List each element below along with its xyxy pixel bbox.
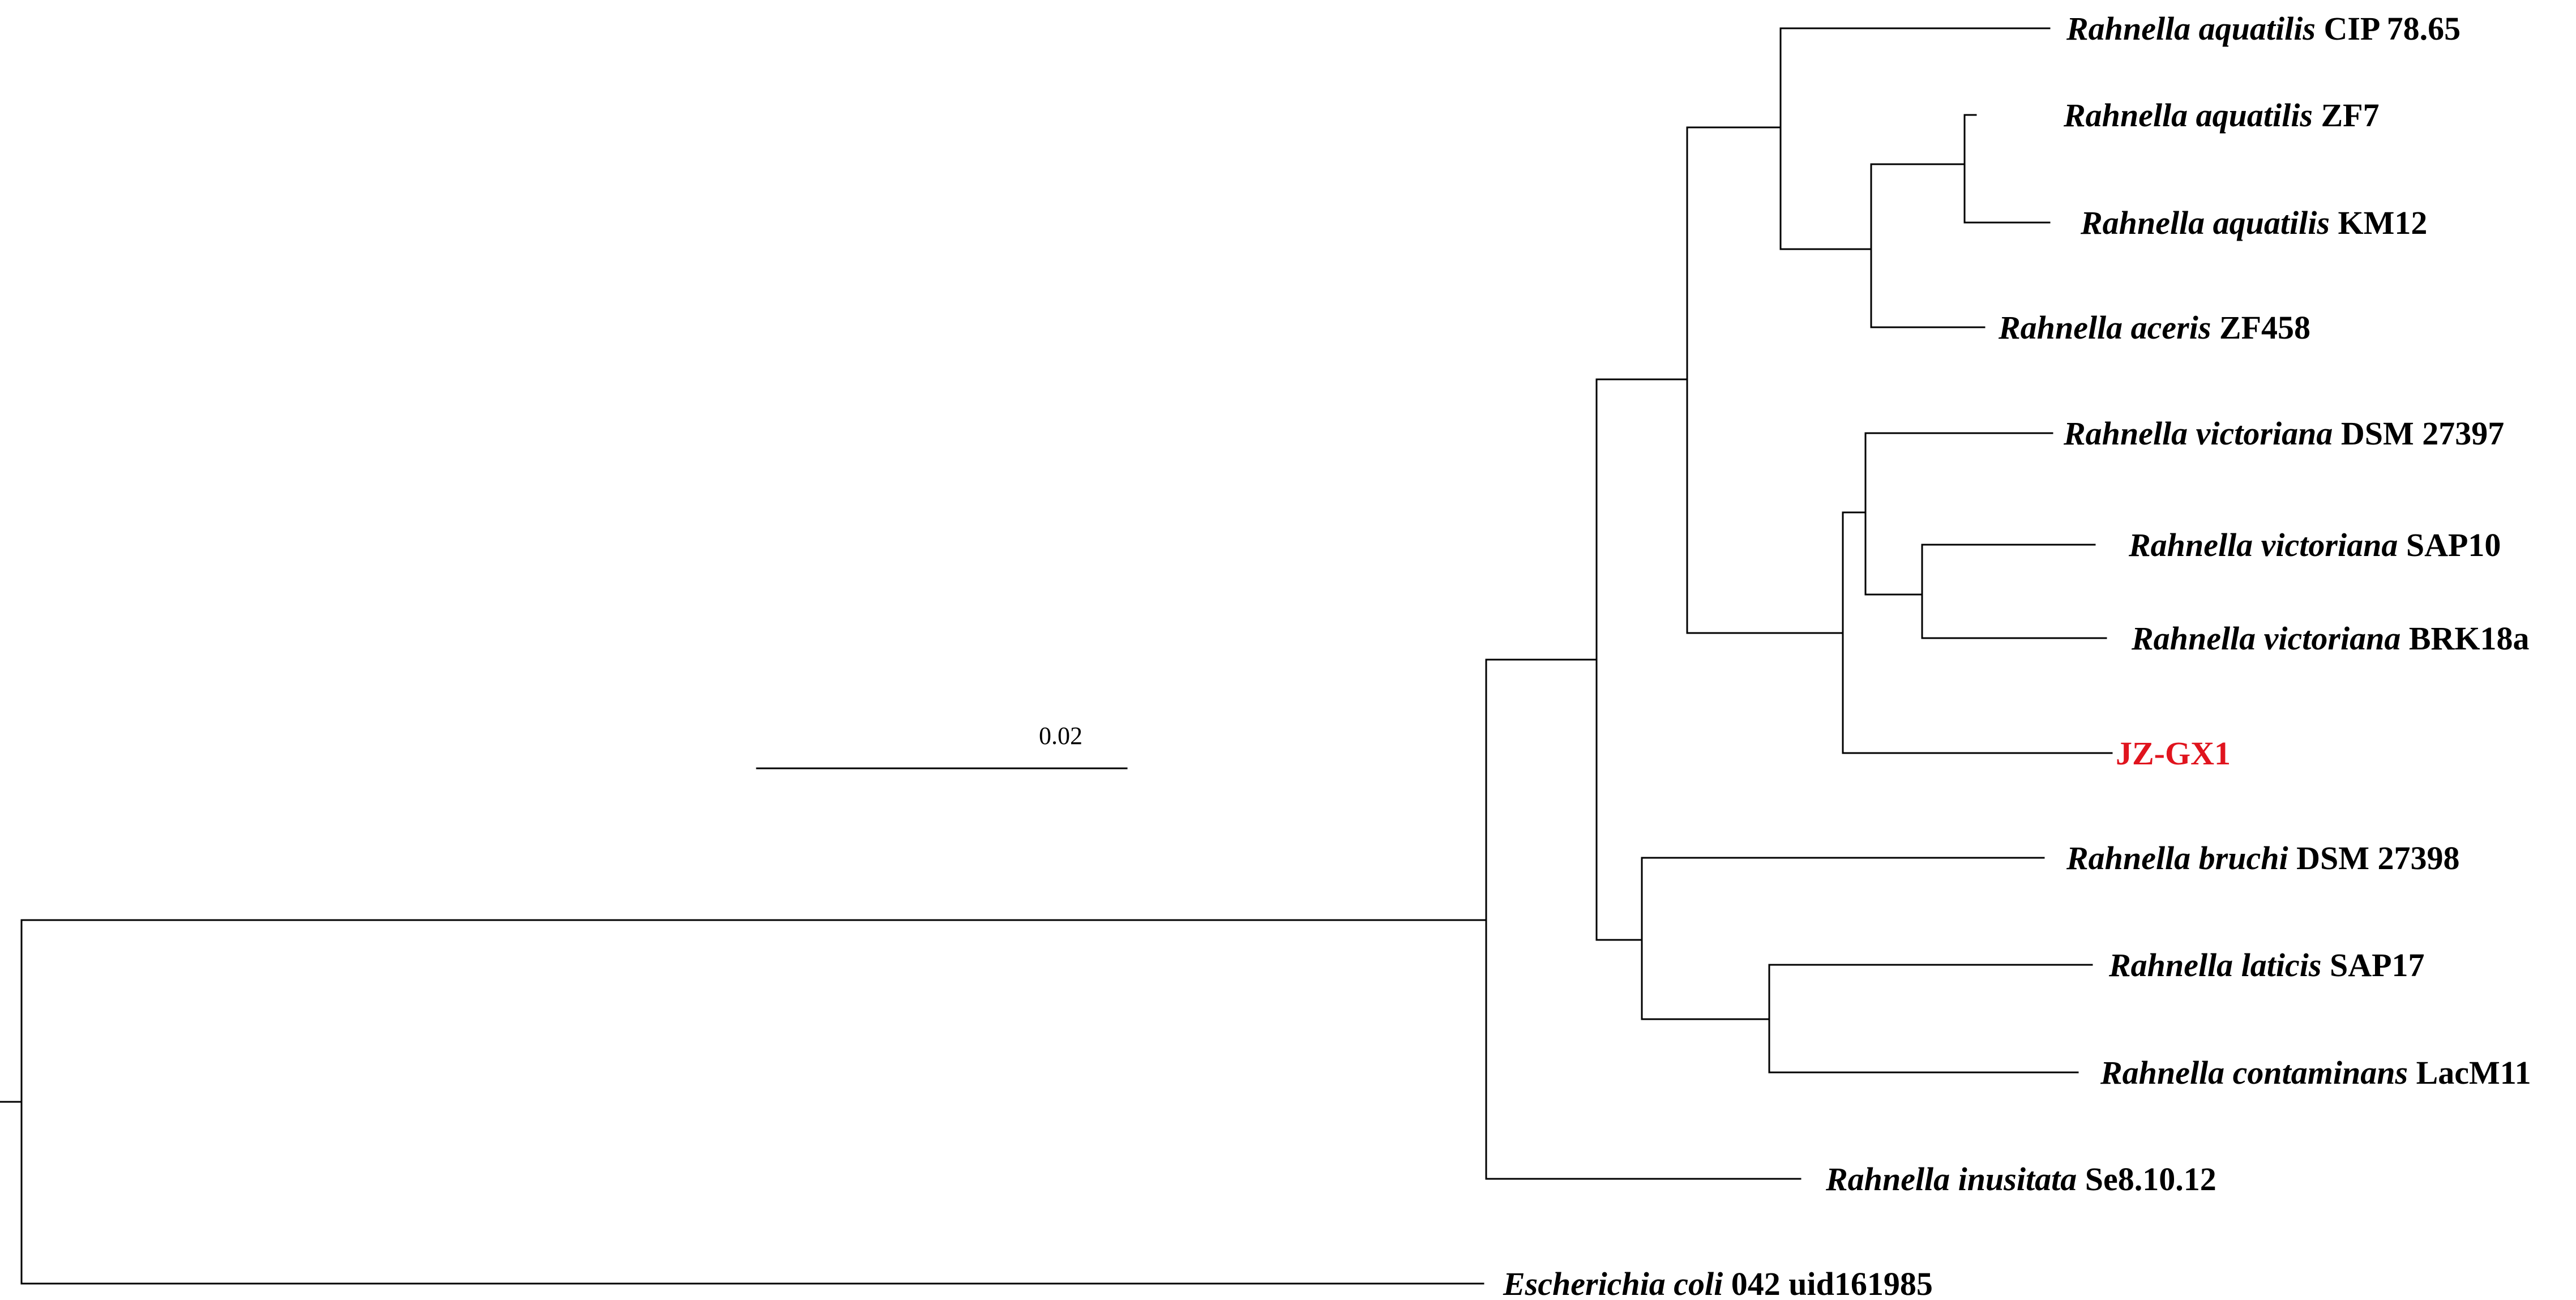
scale-bar-label: 0.02	[1039, 722, 1082, 750]
leaf-species-name: Rahnella aquatilis	[2080, 204, 2330, 241]
leaf-species-name: Rahnella bruchi	[2066, 840, 2288, 876]
leaf-label-aquatilis_zf7: Rahnella aquatilis ZF7	[2063, 97, 2380, 134]
leaf-label-victoriana_dsm: Rahnella victoriana DSM 27397	[2063, 415, 2504, 452]
tree-branches	[0, 27, 2113, 1285]
leaf-species-name: Rahnella victoriana	[2131, 620, 2400, 657]
leaf-label-aceris_zf458: Rahnella aceris ZF458	[1998, 309, 2310, 346]
leaf-strain-name: JZ-GX1	[2116, 735, 2231, 772]
leaf-label-bruchi_dsm: Rahnella bruchi DSM 27398	[2066, 840, 2460, 876]
scale-bar: 0.02	[756, 722, 1128, 769]
leaf-strain-name: ZF458	[2211, 309, 2310, 346]
leaf-strain-name: KM12	[2330, 204, 2427, 241]
leaf-species-name: Rahnella victoriana	[2063, 415, 2333, 452]
leaf-strain-name: Se8.10.12	[2077, 1161, 2216, 1198]
leaf-strain-name: BRK18a	[2400, 620, 2529, 657]
leaf-species-name: Escherichia coli	[1503, 1265, 1723, 1300]
leaf-label-aquatilis_km12: Rahnella aquatilis KM12	[2080, 204, 2427, 241]
leaf-label-victoriana_brk18a: Rahnella victoriana BRK18a	[2131, 620, 2530, 657]
leaf-species-name: Rahnella victoriana	[2128, 527, 2398, 563]
leaf-label-inusitata_se8: Rahnella inusitata Se8.10.12	[1825, 1161, 2216, 1198]
leaf-label-jz_gx1: JZ-GX1	[2116, 735, 2231, 772]
leaf-strain-name: DSM 27398	[2288, 840, 2460, 876]
leaf-strain-name: LacM11	[2408, 1054, 2531, 1091]
leaf-species-name: Rahnella contaminans	[2100, 1054, 2408, 1091]
leaf-label-contaminans_lacm11: Rahnella contaminans LacM11	[2100, 1054, 2531, 1091]
leaf-species-name: Rahnella laticis	[2108, 947, 2321, 983]
leaf-strain-name: DSM 27397	[2333, 415, 2504, 452]
leaf-species-name: Rahnella aceris	[1998, 309, 2211, 346]
leaf-label-ecoli_042: Escherichia coli 042 uid161985	[1503, 1265, 1933, 1300]
leaf-species-name: Rahnella inusitata	[1825, 1161, 2077, 1198]
leaf-strain-name: 042 uid161985	[1723, 1265, 1933, 1300]
leaf-label-laticis_sap17: Rahnella laticis SAP17	[2108, 947, 2425, 983]
leaf-strain-name: SAP17	[2321, 947, 2424, 983]
leaf-species-name: Rahnella aquatilis	[2063, 97, 2313, 134]
leaf-strain-name: SAP10	[2398, 527, 2501, 563]
leaf-species-name: Rahnella aquatilis	[2066, 10, 2316, 47]
leaf-strain-name: ZF7	[2313, 97, 2380, 134]
leaf-strain-name: CIP 78.65	[2316, 10, 2461, 47]
leaf-label-victoriana_sap10: Rahnella victoriana SAP10	[2128, 527, 2501, 563]
leaf-label-aquatilis_cip: Rahnella aquatilis CIP 78.65	[2066, 10, 2461, 47]
